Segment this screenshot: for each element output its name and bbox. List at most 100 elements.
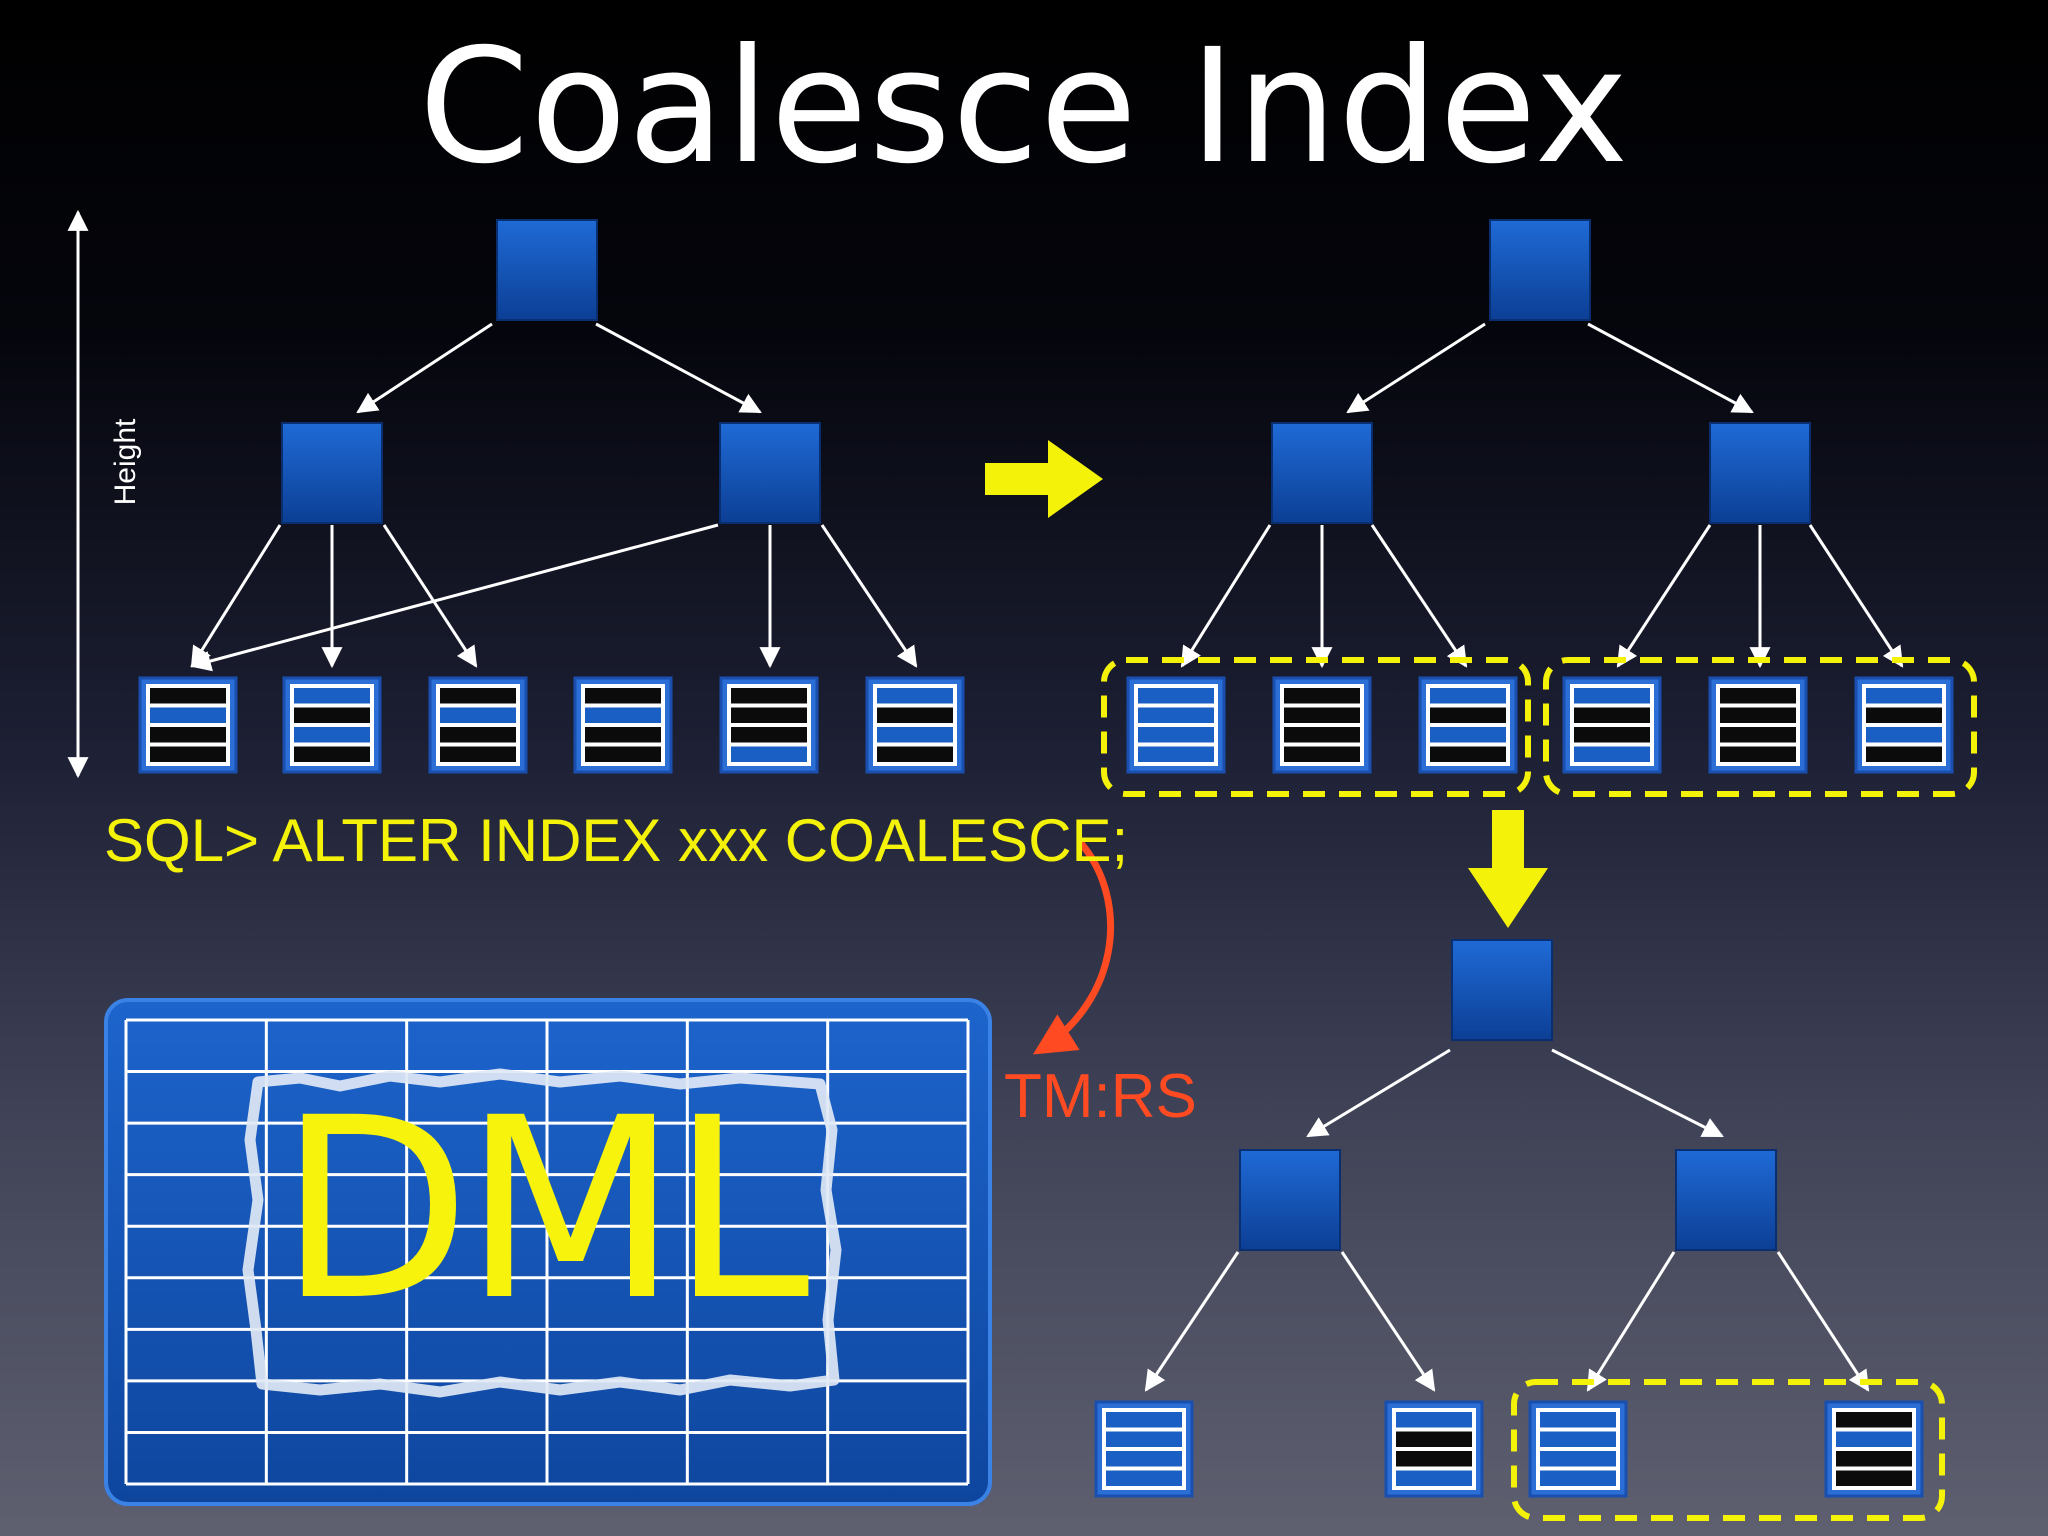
- leaf-row: [1106, 1451, 1182, 1467]
- leaf-row: [1836, 1451, 1912, 1467]
- branch-node: [281, 422, 383, 524]
- dml-torn-frame: [242, 1068, 842, 1398]
- leaf-row: [1574, 746, 1650, 762]
- lock-mode-label: TM:RS: [1004, 1062, 1197, 1131]
- tree-edge: [820, 524, 918, 668]
- leaf-row: [731, 727, 807, 743]
- leaf-row: [150, 707, 226, 723]
- tree-edge: [1306, 1048, 1451, 1138]
- tree-edge: [1144, 1251, 1240, 1392]
- leaf-block: [138, 676, 238, 774]
- leaf-row: [1540, 1451, 1616, 1467]
- leaf-row: [1284, 746, 1360, 762]
- leaf-block: [1528, 1400, 1628, 1498]
- leaf-row: [294, 727, 370, 743]
- height-label: Height: [109, 418, 142, 506]
- leaf-row: [585, 707, 661, 723]
- leaf-block: [1824, 1400, 1924, 1498]
- branch-node: [719, 422, 821, 524]
- branch-node: [1239, 1149, 1341, 1251]
- leaf-row: [1720, 688, 1796, 704]
- leaf-row: [150, 746, 226, 762]
- leaf-row: [1138, 727, 1214, 743]
- leaf-block: [865, 676, 965, 774]
- dml-table: [104, 998, 992, 1506]
- leaf-row: [1836, 1431, 1912, 1447]
- leaf-block: [1708, 676, 1808, 774]
- tree-edge: [1776, 1251, 1870, 1392]
- leaf-block: [719, 676, 819, 774]
- leaf-block: [1126, 676, 1226, 774]
- leaf-row: [150, 727, 226, 743]
- leaf-row: [440, 707, 516, 723]
- slide-title: Coalesce Index: [418, 15, 1630, 199]
- leaf-row: [1540, 1470, 1616, 1486]
- leaf-row: [1396, 1431, 1472, 1447]
- leaf-row: [1540, 1412, 1616, 1428]
- leaf-row: [1866, 746, 1942, 762]
- leaf-row: [1836, 1412, 1912, 1428]
- leaf-row: [440, 727, 516, 743]
- leaf-row: [1540, 1431, 1616, 1447]
- tree-edge: [595, 322, 762, 414]
- leaf-row: [1720, 746, 1796, 762]
- leaf-row: [1284, 707, 1360, 723]
- tree-edge: [1616, 524, 1712, 668]
- leaf-row: [877, 707, 953, 723]
- leaf-row: [1866, 707, 1942, 723]
- leaf-row: [585, 727, 661, 743]
- leaf-row: [877, 727, 953, 743]
- tree-edge: [1587, 322, 1754, 414]
- tree-edge: [1180, 524, 1272, 668]
- leaf-row: [877, 688, 953, 704]
- leaf-row: [1574, 688, 1650, 704]
- leaf-block: [282, 676, 382, 774]
- tree-edge: [1808, 524, 1904, 668]
- sql-command-text: SQL> ALTER INDEX xxx COALESCE;: [104, 807, 1129, 874]
- leaf-row: [1396, 1412, 1472, 1428]
- yellow-arrow-down-icon: [1468, 810, 1548, 928]
- leaf-block: [1384, 1400, 1484, 1498]
- red-curved-arrow-icon: [1032, 839, 1115, 1055]
- leaf-row: [1866, 688, 1942, 704]
- root-node: [1451, 939, 1553, 1041]
- coalesced-leaves-highlight: [1511, 1379, 1945, 1521]
- root-node: [1489, 219, 1591, 321]
- leaf-block: [1094, 1400, 1194, 1498]
- leaf-block: [1854, 676, 1954, 774]
- leaf-row: [440, 746, 516, 762]
- branch-node: [1675, 1149, 1777, 1251]
- yellow-arrow-right-icon: [985, 440, 1103, 518]
- leaf-row: [1430, 746, 1506, 762]
- leaf-row: [1138, 688, 1214, 704]
- branch-node: [1271, 422, 1373, 524]
- leaf-row: [1106, 1412, 1182, 1428]
- tree-edge: [1346, 322, 1486, 414]
- leaf-row: [1138, 746, 1214, 762]
- leaf-row: [294, 746, 370, 762]
- coalesce-group-highlight: [1543, 657, 1977, 797]
- leaf-row: [1284, 727, 1360, 743]
- leaf-row: [1396, 1451, 1472, 1467]
- leaf-row: [877, 746, 953, 762]
- leaf-row: [1430, 688, 1506, 704]
- leaf-row: [440, 688, 516, 704]
- leaf-row: [1106, 1431, 1182, 1447]
- leaf-row: [294, 707, 370, 723]
- tree-edge: [190, 524, 282, 668]
- leaf-row: [731, 707, 807, 723]
- leaf-row: [1866, 727, 1942, 743]
- leaf-block: [1418, 676, 1518, 774]
- leaf-row: [150, 688, 226, 704]
- coalesce-group-highlight: [1101, 657, 1531, 797]
- leaf-row: [1396, 1470, 1472, 1486]
- leaf-row: [585, 746, 661, 762]
- leaf-row: [1138, 707, 1214, 723]
- leaf-row: [731, 746, 807, 762]
- leaf-row: [1284, 688, 1360, 704]
- leaf-row: [1574, 707, 1650, 723]
- leaf-block: [573, 676, 673, 774]
- leaf-row: [731, 688, 807, 704]
- tree-edge: [1586, 1251, 1676, 1392]
- tree-edge: [382, 524, 478, 668]
